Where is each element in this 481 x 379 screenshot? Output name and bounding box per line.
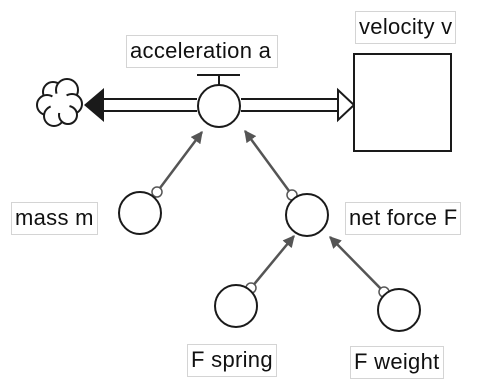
mass-node[interactable] xyxy=(118,191,162,235)
spring-label: F spring xyxy=(187,344,277,377)
connector-weight-to-netforce xyxy=(329,236,385,293)
stock-label: velocity v xyxy=(355,11,457,44)
weight-label: F weight xyxy=(350,346,444,379)
flow-pipe xyxy=(104,98,338,112)
connector-spring-to-netforce xyxy=(250,235,295,289)
connectors xyxy=(156,130,385,293)
mass-label: mass m xyxy=(11,202,98,235)
spring-node[interactable] xyxy=(214,284,258,328)
weight-node[interactable] xyxy=(377,288,421,332)
valve-icon xyxy=(197,74,241,128)
flow-label: acceleration a xyxy=(126,35,279,68)
inflow-arrowhead xyxy=(337,87,356,123)
outflow-arrowhead xyxy=(84,88,104,122)
connector-netforce-to-acceleration xyxy=(243,130,294,196)
net-force-label: net force F xyxy=(345,202,462,235)
cloud-icon xyxy=(36,78,83,127)
connector-mass-to-acceleration xyxy=(156,131,203,193)
net-force-node[interactable] xyxy=(285,193,329,237)
stock-velocity-box[interactable] xyxy=(353,53,452,152)
